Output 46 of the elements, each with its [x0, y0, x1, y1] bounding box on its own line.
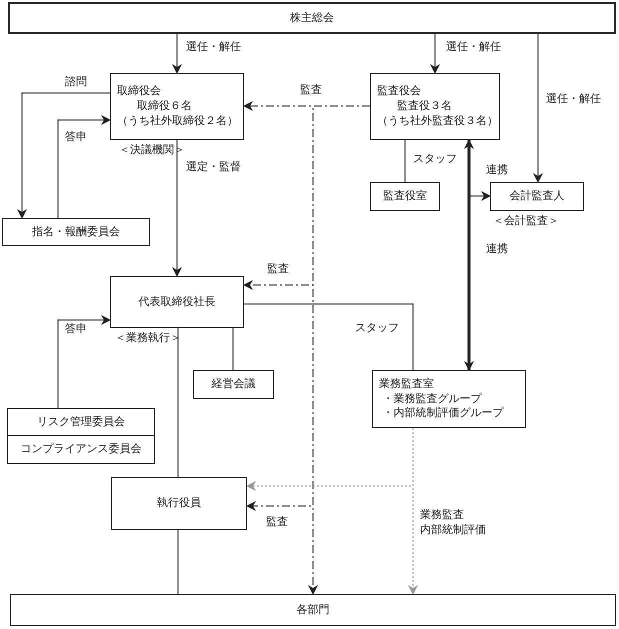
- arrow: [17, 92, 110, 219]
- arrow: [430, 34, 440, 74]
- box-text: 執行役員: [157, 496, 201, 511]
- org-box: [193, 370, 274, 399]
- connector-line: [232, 328, 234, 370]
- edge-label: スタッフ: [355, 321, 399, 336]
- box-text: 取締役６名: [136, 99, 192, 114]
- org-box: [7, 408, 155, 436]
- org-box: [10, 594, 616, 626]
- box-text: （うち社外監査役３名）: [377, 114, 498, 129]
- node-caption: ＜会計監査＞: [493, 214, 559, 229]
- edge-label: スタッフ: [413, 152, 457, 167]
- box-text: 監査役室: [383, 189, 427, 204]
- box-text: 経営会議: [212, 377, 256, 392]
- arrow: [408, 428, 418, 595]
- box-text: 指名・報酬委員会: [32, 224, 120, 240]
- connector-line: [404, 140, 406, 182]
- org-box: [111, 477, 247, 530]
- org-box: [370, 73, 500, 140]
- arrow: [58, 115, 111, 218]
- box-text: 代表取締役社長: [138, 294, 216, 310]
- box-text: 監査役３名: [396, 99, 452, 114]
- org-box: [2, 218, 150, 246]
- box-text: ・内部統制評価グループ: [381, 406, 504, 422]
- org-box: [7, 435, 155, 464]
- arrow: [464, 139, 474, 371]
- box-text: 監査役会: [377, 84, 421, 100]
- box-text: 業務監査室: [379, 376, 434, 392]
- org-box: [8, 2, 616, 34]
- box-text: 会計監査人: [510, 189, 564, 204]
- arrow: [533, 34, 543, 183]
- org-box: [372, 370, 526, 428]
- box-text: ・業務監査グループ: [381, 392, 482, 406]
- arrow: [58, 315, 111, 408]
- box-text: 株主総会: [290, 10, 334, 26]
- box-text: 各部門: [296, 602, 330, 618]
- arrow: [172, 34, 182, 74]
- connector-line: [244, 304, 414, 370]
- box-text: （うち社外取締役２名）: [117, 114, 238, 129]
- box-text: 取締役会: [117, 84, 161, 100]
- box-text: コンプライアンス委員会: [20, 442, 142, 457]
- box-text: リスク管理委員会: [37, 414, 125, 430]
- arrow: [172, 140, 182, 277]
- org-box: [370, 182, 440, 211]
- node-caption: ＜業務執行＞: [115, 331, 181, 346]
- edge-label: 選定・監督: [186, 160, 241, 175]
